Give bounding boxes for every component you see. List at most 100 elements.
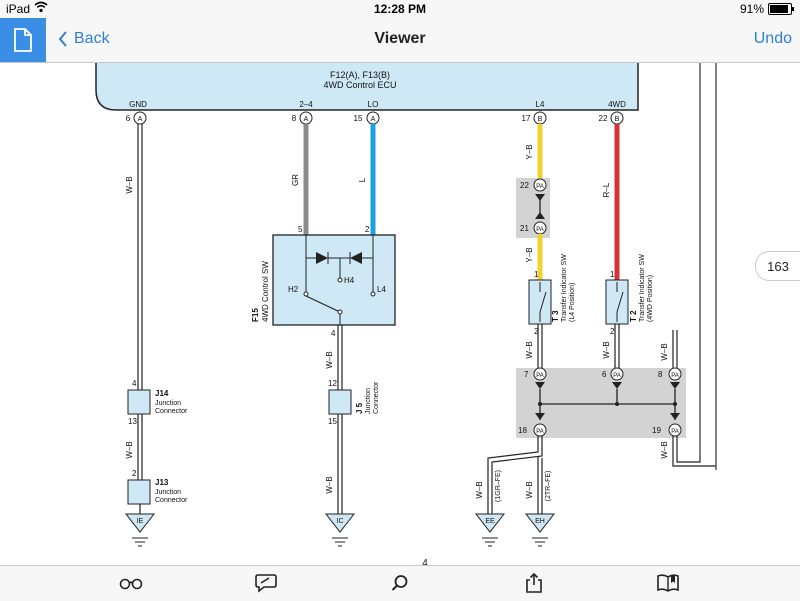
transfer-indicator-switch-l4: 2 T 3 Transfer Indicator SW (L4 Position… (528, 254, 576, 336)
svg-text:6: 6 (602, 370, 607, 379)
svg-text:W–B: W–B (525, 341, 534, 358)
svg-text:6: 6 (126, 114, 131, 123)
reading-mode-button[interactable] (117, 570, 145, 596)
j13-label: J13 (155, 478, 169, 487)
ground-eh-label: EH (535, 518, 545, 525)
ecu-pins: A 6 A 8 A 15 B 17 B 22 (126, 111, 624, 125)
svg-text:19: 19 (652, 426, 661, 435)
svg-text:2: 2 (365, 225, 370, 234)
svg-text:(4WD Position): (4WD Position) (647, 275, 654, 322)
svg-text:PA: PA (536, 429, 544, 435)
wiring-diagram: F12(A), F13(B) 4WD Control ECU GND 2–4 L… (95, 63, 717, 565)
svg-text:PA: PA (536, 184, 544, 190)
svg-text:2: 2 (132, 469, 137, 478)
search-icon (391, 575, 408, 591)
undo-button[interactable]: Undo (753, 30, 792, 47)
svg-text:H2: H2 (288, 285, 299, 294)
share-button[interactable] (520, 570, 548, 596)
svg-text:A: A (138, 116, 143, 123)
svg-text:PA: PA (536, 373, 544, 379)
svg-text:4WD Control SW: 4WD Control SW (261, 261, 270, 322)
pa-junction-block: PA 7 PA 6 PA 8 PA 18 PA 19 (516, 367, 686, 438)
svg-text:(1GR–FE): (1GR–FE) (495, 470, 502, 502)
gnd-wire: W–B 4 13 J14 Junction Connector W–B 2 J1… (124, 124, 188, 547)
svg-text:1: 1 (610, 270, 615, 279)
svg-text:W–B: W–B (660, 343, 669, 360)
svg-text:17: 17 (522, 114, 531, 123)
svg-text:W–B: W–B (325, 476, 334, 493)
svg-text:(L4 Position): (L4 Position) (569, 283, 576, 322)
bookmarks-button[interactable] (654, 570, 682, 596)
search-button[interactable] (386, 570, 414, 596)
svg-text:21: 21 (520, 224, 529, 233)
ecu-name-label: 4WD Control ECU (323, 80, 396, 90)
svg-text:12: 12 (328, 379, 337, 388)
svg-text:A: A (371, 116, 376, 123)
page-number-badge[interactable]: 163 (755, 251, 800, 281)
svg-text:H4: H4 (344, 276, 355, 285)
svg-text:Junction: Junction (365, 388, 372, 414)
svg-text:B: B (615, 116, 620, 123)
j14-label: J14 (155, 389, 169, 398)
svg-text:1: 1 (534, 270, 539, 279)
svg-text:4: 4 (132, 379, 137, 388)
svg-text:W–B: W–B (660, 441, 669, 458)
svg-text:T 2: T 2 (629, 310, 638, 322)
back-label: Back (74, 30, 110, 47)
glasses-icon (119, 578, 143, 590)
svg-text:4: 4 (331, 329, 336, 338)
svg-text:PA: PA (671, 373, 679, 379)
svg-text:Connector: Connector (155, 408, 188, 415)
clock: 12:28 PM (373, 2, 427, 16)
svg-text:22: 22 (520, 181, 529, 190)
device-name: iPad (6, 2, 31, 16)
ecu-connector-label: F12(A), F13(B) (330, 70, 390, 80)
svg-text:PA: PA (613, 373, 621, 379)
svg-text:Y–B: Y–B (525, 247, 534, 262)
wb-wires-to-pa: W–B W–B W–B (525, 324, 678, 368)
4wd-control-switch: 5 2 4 H2 H4 L4 F15 4WD Control SW (251, 225, 396, 338)
svg-text:15: 15 (328, 417, 337, 426)
svg-text:Junction: Junction (155, 400, 181, 407)
svg-text:PA: PA (671, 429, 679, 435)
svg-text:8: 8 (292, 114, 297, 123)
svg-text:Connector: Connector (155, 497, 188, 504)
annotate-button[interactable] (252, 570, 280, 596)
page-title: Viewer (374, 30, 426, 47)
terminal-gnd-label: GND (129, 100, 147, 109)
svg-text:18: 18 (518, 426, 527, 435)
ecu-box (95, 63, 639, 111)
j5-label: J 5 (355, 402, 364, 414)
wiring-diagram-viewport[interactable]: F12(A), F13(B) 4WD Control ECU GND 2–4 L… (0, 63, 800, 565)
svg-text:8: 8 (658, 370, 663, 379)
battery-icon (768, 3, 794, 15)
svg-text:GR: GR (291, 174, 300, 186)
back-button[interactable]: Back (58, 30, 110, 48)
svg-text:R–L: R–L (602, 182, 611, 197)
svg-text:W–B: W–B (125, 176, 134, 193)
nav-bar: Back Viewer Undo (0, 18, 800, 63)
svg-text:15: 15 (354, 114, 363, 123)
document-button[interactable] (0, 18, 46, 62)
svg-text:PA: PA (536, 227, 544, 233)
ground-ee-label: EE (485, 518, 495, 525)
terminal-4wd-label: 4WD (608, 100, 626, 109)
yb-wire: Y–B PA 22 PA 21 Y–B 1 (516, 124, 550, 280)
svg-text:W–B: W–B (525, 481, 534, 498)
terminal-l4-label: L4 (536, 100, 545, 109)
svg-text:13: 13 (128, 417, 137, 426)
svg-text:F15: F15 (251, 308, 260, 322)
status-bar: iPad 12:28 PM 91% (0, 0, 800, 18)
bottom-toolbar (0, 565, 800, 601)
svg-text:A: A (304, 116, 309, 123)
wifi-icon (34, 1, 48, 16)
bookmark-book-icon (657, 574, 679, 592)
svg-text:7: 7 (524, 370, 529, 379)
share-icon (526, 572, 542, 593)
svg-text:Connector: Connector (373, 381, 380, 414)
document-icon (14, 28, 32, 52)
svg-text:B: B (538, 116, 543, 123)
ground-ie-label: IE (137, 518, 144, 525)
svg-text:W–B: W–B (325, 351, 334, 368)
battery: 91% (740, 2, 794, 16)
